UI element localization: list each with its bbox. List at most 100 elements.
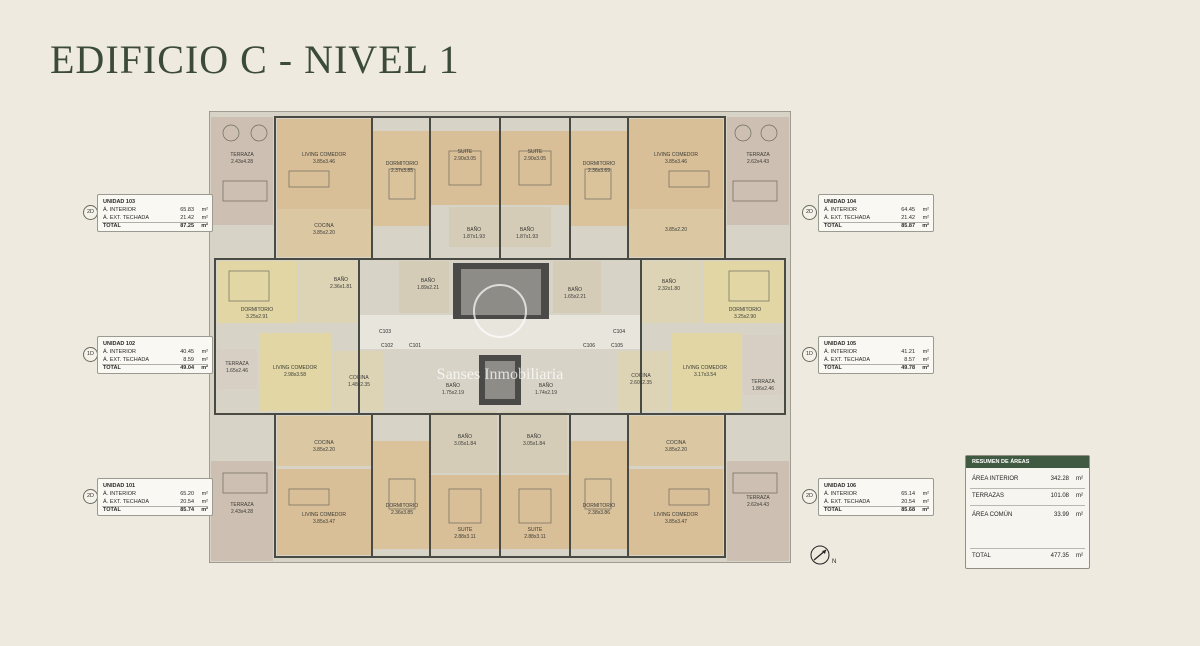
room-terraza-103-dim: 2.43x4.28	[231, 159, 253, 165]
area-unit: m²	[201, 499, 208, 505]
summary-value: 342.28	[1050, 476, 1069, 482]
room-bano-103-name: BAÑO	[467, 226, 481, 233]
area-unit: m²	[922, 207, 929, 213]
room-living-104-dim: 3.85x3.46	[665, 159, 687, 165]
room-living-104-name: LIVING COMEDOR	[654, 152, 698, 158]
room-bano-106-dim: 3.05x1.84	[523, 441, 545, 447]
room-living-105-dim: 3.17x3.54	[694, 372, 716, 378]
unit-101-living	[277, 469, 371, 555]
unit-103-type-badge: 2D	[83, 205, 98, 220]
room-living-101-dim: 3.85x3.47	[313, 519, 335, 525]
room-dorm-106-name: DORMITORIO	[583, 503, 616, 509]
room-bano-101-dim: 3.05x1.84	[454, 441, 476, 447]
core-bath-right	[553, 261, 601, 313]
unit-title: UNIDAD 102	[103, 341, 136, 347]
room-living-102-name: LIVING COMEDOR	[273, 365, 317, 371]
area-unit: m²	[201, 223, 208, 229]
door-tag-c106: C106	[583, 343, 595, 349]
compass-letter: N	[832, 559, 836, 565]
room-cocina-105-dim: 2.60x2.35	[630, 380, 652, 386]
room-terraza-105-name: TERRAZA	[751, 379, 775, 385]
page-title: EDIFICIO C - NIVEL 1	[50, 37, 460, 82]
area-unit: m²	[922, 491, 929, 497]
terrace-101	[211, 461, 273, 561]
unit-106-dorm	[571, 441, 627, 549]
room-bano-c106-name: BAÑO	[539, 382, 553, 389]
room-cocina-103-name: COCINA	[314, 223, 334, 229]
room-suite-103-dim: 2.90x3.05	[454, 156, 476, 162]
room-cocina-102-name: COCINA	[349, 375, 369, 381]
room-dorm-104-dim: 2.36x3.69	[588, 168, 610, 174]
total-value: 87.25	[180, 223, 194, 229]
room-terraza-102-dim: 1.65x2.46	[226, 368, 248, 374]
total-value: 49.78	[901, 365, 915, 371]
room-living-103-dim: 3.85x3.46	[313, 159, 335, 165]
room-cocina-101-name: COCINA	[314, 440, 334, 446]
terrace-label: Á. EXT. TECHADA	[824, 499, 871, 505]
interior-value: 64.45	[901, 207, 915, 213]
unit-101-suite	[431, 475, 499, 549]
compass-icon: N	[810, 545, 836, 565]
total-label: TOTAL	[824, 365, 842, 371]
area-unit: m²	[201, 349, 208, 355]
interior-value: 65.20	[180, 491, 194, 497]
watermark-logo	[473, 284, 527, 338]
summary-value: 101.08	[1050, 493, 1069, 499]
unit-106-type-badge: 2D	[802, 489, 817, 504]
room-bano-core-l-dim: 1.89x2.21	[417, 285, 439, 291]
unit-104-type-badge: 2D	[802, 205, 817, 220]
room-bano-106-name: BAÑO	[527, 433, 541, 440]
summary-value: 33.99	[1053, 512, 1069, 518]
room-cocina-104-dim: 3.85x2.20	[665, 227, 687, 233]
walls	[214, 116, 786, 558]
room-cocina-101-dim: 3.85x2.20	[313, 447, 335, 453]
room-terraza-101-name: TERRAZA	[230, 502, 254, 508]
room-terraza-105-dim: 1.86x2.46	[752, 386, 774, 392]
total-value: 85.87	[901, 223, 915, 229]
unit-101-kitchen	[277, 416, 371, 466]
room-dorm-106-dim: 2.38x3.86	[588, 510, 610, 516]
area-unit: m²	[922, 507, 929, 513]
unit-103-kitchen	[277, 209, 371, 257]
unit-101-type-badge: 2D	[83, 489, 98, 504]
area-unit: m²	[201, 507, 208, 513]
terrace-label: Á. EXT. TECHADA	[103, 215, 150, 221]
room-bano-105-dim: 2.32x1.80	[658, 286, 680, 292]
room-terraza-106-dim: 2.62x4.43	[747, 502, 769, 508]
unit-103-living	[277, 119, 371, 209]
interior-label: Á. INTERIOR	[103, 349, 137, 355]
total-label: TOTAL	[824, 223, 842, 229]
summary-total-value: 477.35	[1050, 553, 1069, 559]
room-cocina-106-dim: 3.85x2.20	[665, 447, 687, 453]
room-dorm-101-name: DORMITORIO	[386, 503, 419, 509]
unit-101-dorm	[373, 441, 429, 549]
room-living-105-name: LIVING COMEDOR	[683, 365, 727, 371]
room-suite-104-dim: 2.90x3.05	[524, 156, 546, 162]
unit-104-dorm	[571, 131, 627, 226]
room-cocina-106-name: COCINA	[666, 440, 686, 446]
room-dorm-101-dim: 2.36x3.85	[391, 510, 413, 516]
area-unit: m²	[922, 499, 929, 505]
unit-103-dorm	[373, 131, 429, 226]
unit-105-type-badge: 1D	[802, 347, 817, 362]
room-living-106-dim: 3.85x3.47	[665, 519, 687, 525]
room-living-106-name: LIVING COMEDOR	[654, 512, 698, 518]
room-terraza-106-name: TERRAZA	[746, 495, 770, 501]
area-unit: m²	[922, 365, 929, 371]
interior-value: 65.83	[180, 207, 194, 213]
unit-105-living	[671, 333, 741, 411]
terrace-label: Á. EXT. TECHADA	[103, 499, 150, 505]
unit-title: UNIDAD 106	[824, 483, 857, 489]
door-tag-c101: C101	[409, 343, 421, 349]
room-bano-core-r-name: BAÑO	[568, 286, 582, 293]
unit-105-kitchen	[617, 351, 669, 411]
total-label: TOTAL	[103, 507, 121, 513]
floor-plan: TERRAZA 2.43x4.28 LIVING COMEDOR 3.85x3.…	[209, 111, 791, 563]
door-tag-c102: C102	[381, 343, 393, 349]
interior-label: Á. INTERIOR	[824, 349, 858, 355]
room-suite-101-name: SUITE	[458, 527, 473, 533]
interior-label: Á. INTERIOR	[824, 491, 858, 497]
